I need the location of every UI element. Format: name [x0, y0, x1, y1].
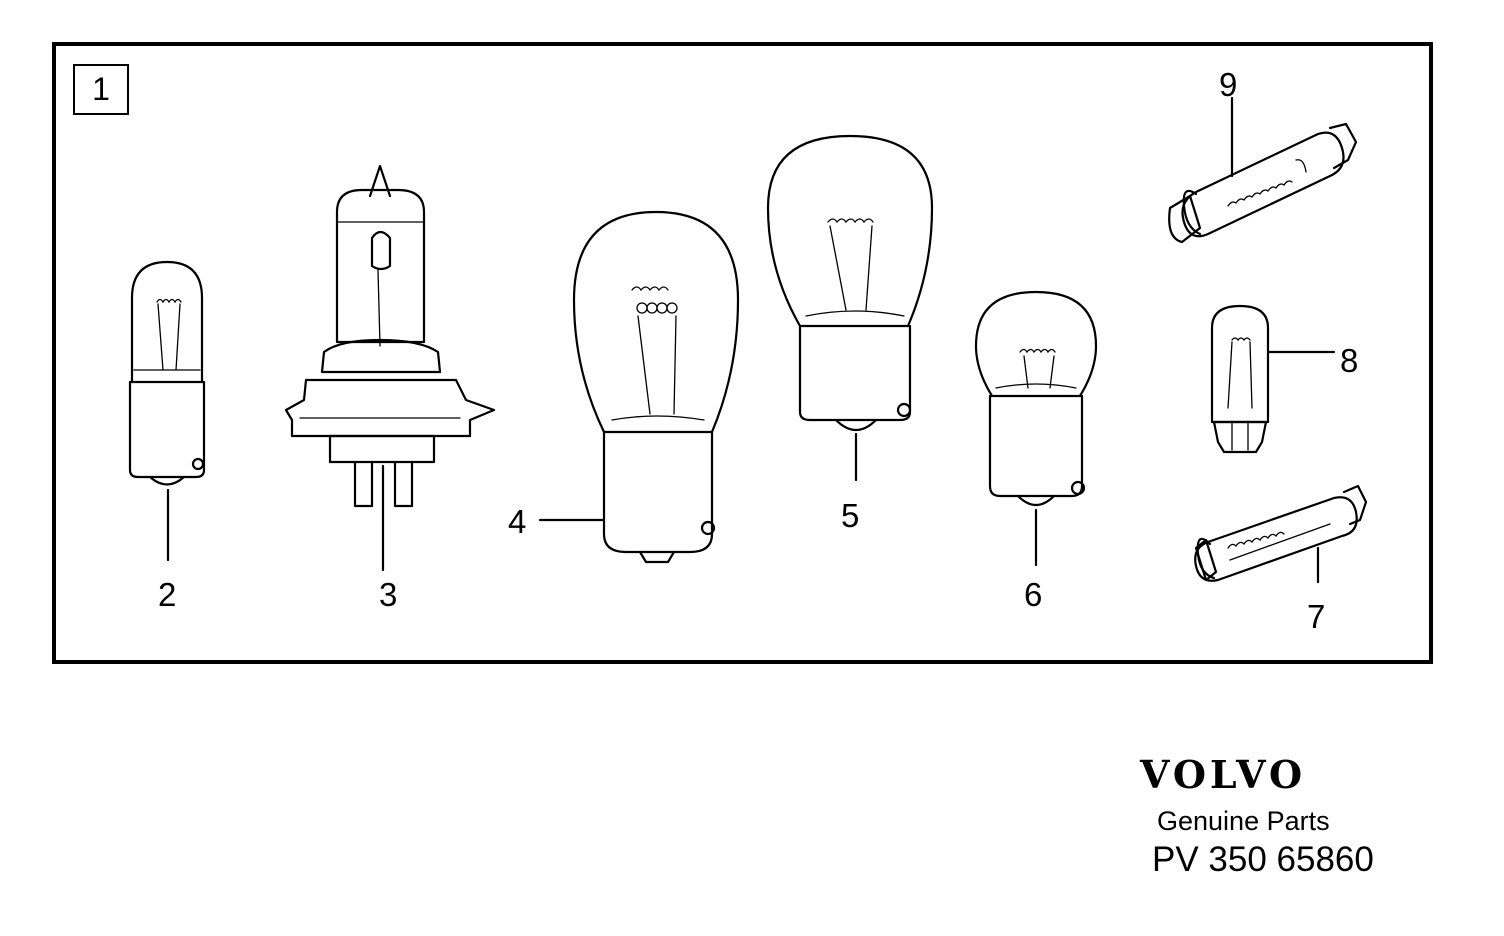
callout-7: 7	[1307, 598, 1325, 635]
bulb-4-icon	[538, 210, 740, 564]
section-number: 1	[73, 64, 129, 115]
callout-5: 5	[841, 497, 859, 534]
callout-4: 4	[508, 503, 526, 540]
callout-2: 2	[158, 576, 176, 613]
bulb-2-icon	[128, 260, 206, 562]
brand-tagline: Genuine Parts	[1157, 806, 1330, 836]
bulb-6-icon	[974, 290, 1098, 567]
part-number: PV 350 65860	[1152, 840, 1374, 879]
bulb-8-wedge-icon	[1210, 304, 1336, 454]
bulb-3-halogen-icon	[284, 164, 496, 572]
brand-logo: VOLVO	[1140, 752, 1307, 797]
callout-6: 6	[1024, 576, 1042, 613]
diagram-frame	[52, 42, 1433, 664]
bulb-7-festoon-icon	[1194, 484, 1368, 584]
bulb-5-icon	[766, 134, 934, 482]
bulb-9-festoon-icon	[1168, 96, 1358, 244]
callout-9: 9	[1219, 66, 1237, 103]
callout-3: 3	[379, 576, 397, 613]
callout-8: 8	[1340, 342, 1358, 379]
